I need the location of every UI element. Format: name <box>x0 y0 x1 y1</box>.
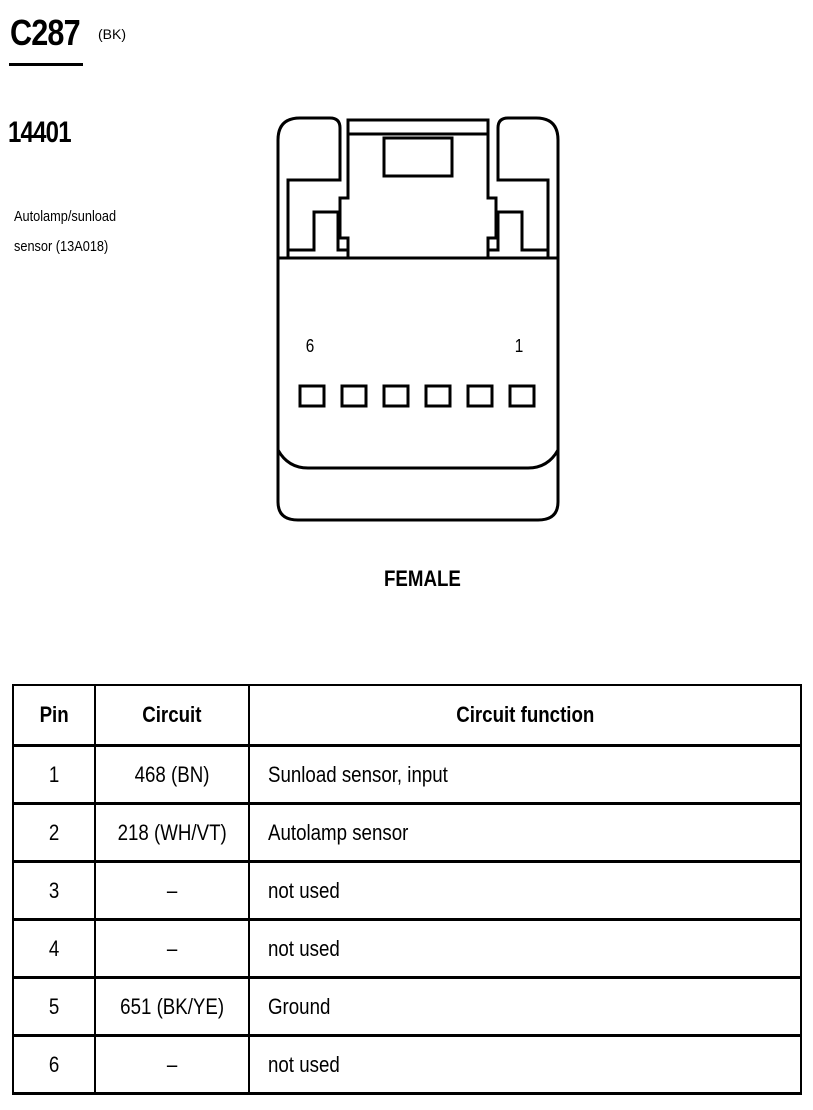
table-row: 4 – not used <box>12 918 802 979</box>
pin-cavity-5 <box>340 384 368 408</box>
pin-cavity-1 <box>508 384 536 408</box>
connector-color: (BK) <box>98 26 126 42</box>
part-number: 14401 <box>8 116 72 149</box>
left-latch <box>286 180 348 252</box>
pin-cavity-2 <box>466 384 494 408</box>
pin-cavities <box>298 384 536 408</box>
center-tab <box>338 118 498 258</box>
header-circuit: Circuit <box>94 684 250 747</box>
cell-circuit: 468 (BN) <box>94 744 250 805</box>
cell-pin: 2 <box>12 802 96 863</box>
cell-function: not used <box>248 1034 802 1095</box>
pin-label-left: 6 <box>305 336 315 356</box>
pin-cavity-4 <box>382 384 410 408</box>
cell-function: Sunload sensor, input <box>248 744 802 805</box>
cell-pin: 4 <box>12 918 96 979</box>
table-row: 6 – not used <box>12 1034 802 1095</box>
cell-circuit: – <box>94 918 250 979</box>
header-function: Circuit function <box>248 684 802 747</box>
cell-function: Ground <box>248 976 802 1037</box>
cell-circuit: – <box>94 1034 250 1095</box>
pin-cavity-6 <box>298 384 326 408</box>
right-latch <box>488 180 550 252</box>
connector-view-label: FEMALE <box>384 566 461 591</box>
cell-function: not used <box>248 860 802 921</box>
cell-circuit: 651 (BK/YE) <box>94 976 250 1037</box>
cell-pin: 5 <box>12 976 96 1037</box>
table-header-row: Pin Circuit Circuit function <box>12 684 802 747</box>
table-row: 3 – not used <box>12 860 802 921</box>
cell-circuit: – <box>94 860 250 921</box>
table-row: 5 651 (BK/YE) Ground <box>12 976 802 1037</box>
connector-outline <box>276 116 560 522</box>
cell-pin: 6 <box>12 1034 96 1095</box>
table-row: 1 468 (BN) Sunload sensor, input <box>12 744 802 805</box>
component-description: Autolamp/sunload sensor (13A018) <box>14 202 150 262</box>
connector-id: C287 <box>10 12 81 53</box>
pin-label-right: 1 <box>514 336 524 356</box>
title-underline <box>9 63 83 66</box>
cell-pin: 3 <box>12 860 96 921</box>
description-line-1: Autolamp/sunload <box>14 208 117 225</box>
tab-window <box>382 136 454 178</box>
pin-cavity-3 <box>424 384 452 408</box>
header-pin: Pin <box>12 684 96 747</box>
cell-function: Autolamp sensor <box>248 802 802 863</box>
cell-pin: 1 <box>12 744 96 805</box>
pinout-table: Pin Circuit Circuit function 1 468 (BN) … <box>12 684 802 1095</box>
description-line-2: sensor (13A018) <box>14 238 109 255</box>
cell-circuit: 218 (WH/VT) <box>94 802 250 863</box>
face-bottom-line <box>276 449 560 470</box>
table-row: 2 218 (WH/VT) Autolamp sensor <box>12 802 802 863</box>
cell-function: not used <box>248 918 802 979</box>
connector-face-diagram <box>276 116 560 522</box>
